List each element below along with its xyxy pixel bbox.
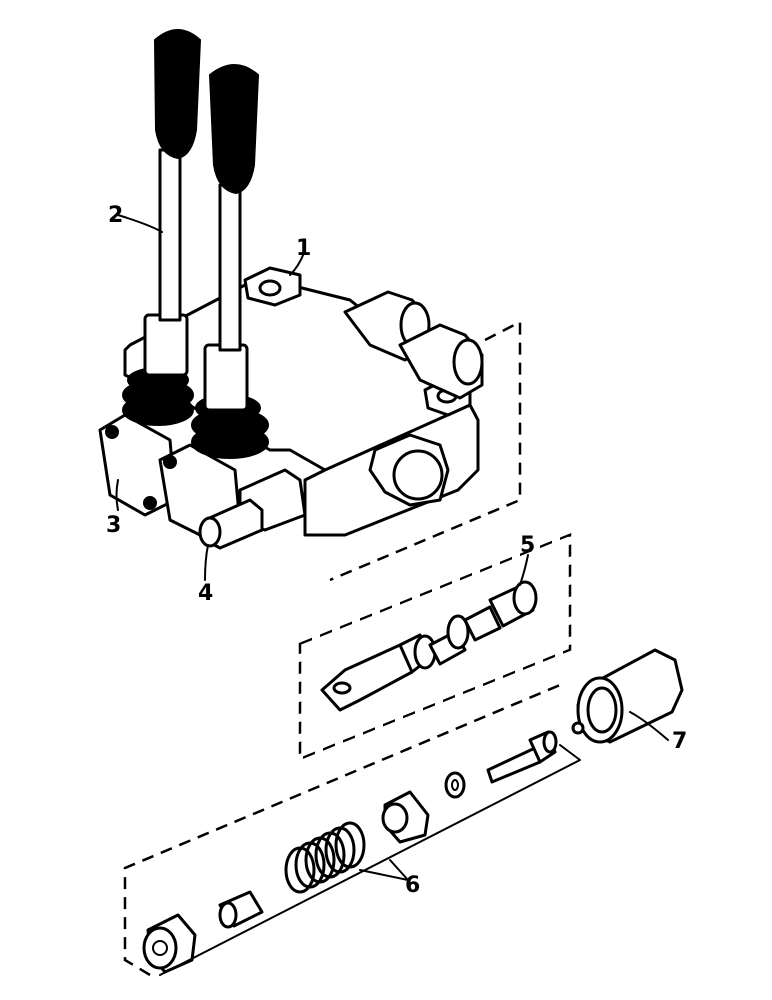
spring [284,821,366,894]
callout-1: 1 [296,236,311,261]
callout-4: 4 [198,581,213,606]
callout-7: 7 [672,729,687,754]
leader-lines [115,214,669,881]
valve-body [98,29,484,550]
callout-3: 3 [106,513,121,538]
callout-5: 5 [520,533,535,558]
callout-2: 2 [108,203,123,228]
spool-dashed-group [298,532,572,761]
body-dashed-group [329,319,522,582]
cap [571,648,684,744]
centering-kit [142,730,558,974]
callout-6: 6 [405,873,420,898]
kit-bracket [159,744,581,976]
spool [320,580,538,712]
